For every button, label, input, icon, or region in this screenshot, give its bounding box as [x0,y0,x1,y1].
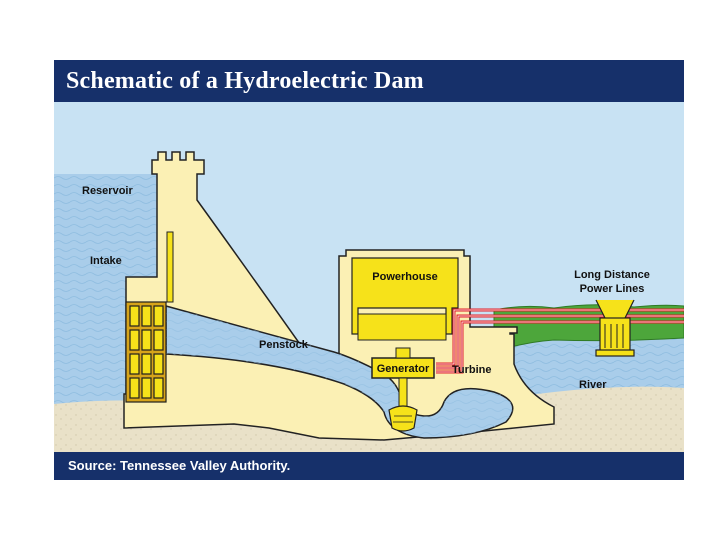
power-lines-label-line1: Long Distance [574,269,650,281]
source-bar: Source: Tennessee Valley Authority. [54,452,684,480]
title-bar: Schematic of a Hydroelectric Dam [54,60,684,102]
powerhouse-label: Powerhouse [372,271,437,283]
dam-schematic: Reservoir Intake Penstock Powerhouse Gen… [54,102,684,452]
intake-label: Intake [90,255,122,267]
reservoir-label: Reservoir [82,185,133,197]
power-lines [436,308,684,374]
river-label: River [579,379,607,391]
intake-gate [125,301,167,403]
generator-label: Generator [377,363,430,375]
turbine [388,377,418,432]
diagram-frame: Schematic of a Hydroelectric Dam [54,60,684,480]
source-text: Source: Tennessee Valley Authority. [68,458,291,473]
diagram-title: Schematic of a Hydroelectric Dam [66,68,424,94]
gate-slot [166,231,174,303]
powerhouse-base [357,313,447,341]
turbine-label: Turbine [452,364,492,376]
transmission-tower [595,299,635,357]
penstock-label: Penstock [259,339,309,351]
power-lines-label-line2: Power Lines [580,283,645,295]
